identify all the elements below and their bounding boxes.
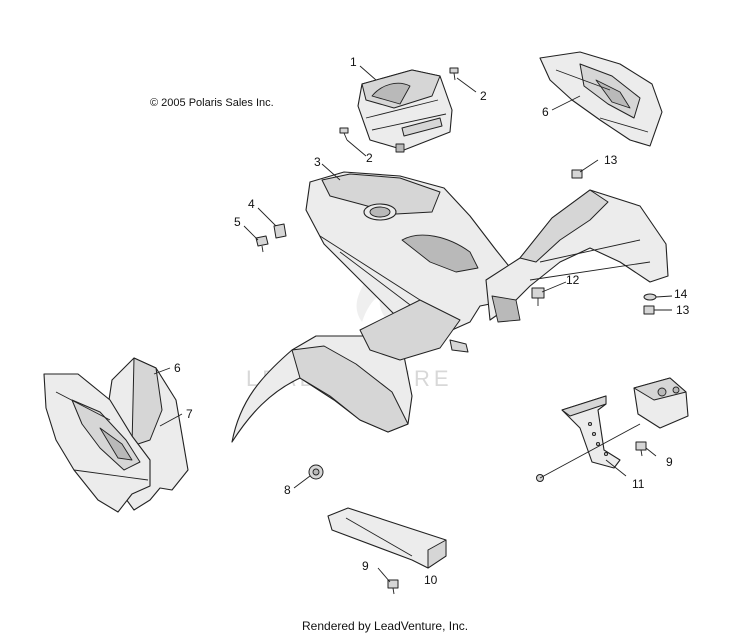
leader-lines — [153, 65, 673, 583]
part-9-screw-right[interactable] — [635, 441, 647, 457]
part-11-mount-bracket[interactable] — [561, 395, 621, 469]
callout-14: 14 — [674, 287, 688, 301]
part-13-cap-upper[interactable] — [571, 169, 583, 179]
callout-9-lower: 9 — [362, 559, 369, 573]
callout-10: 10 — [424, 573, 438, 587]
callout-3: 3 — [314, 155, 321, 169]
part-12-fastener[interactable] — [531, 287, 545, 306]
part-2-screw-lower[interactable] — [339, 127, 349, 141]
part-10-bracket[interactable] — [327, 507, 447, 569]
callout-9-right: 9 — [666, 455, 673, 469]
part-6-side-panel-upper[interactable] — [539, 51, 663, 147]
callout-1: 1 — [350, 55, 357, 69]
callout-2-lower: 2 — [366, 151, 373, 165]
part-4-clip[interactable] — [273, 223, 287, 239]
part-5-bolt[interactable] — [255, 235, 269, 253]
callout-11: 11 — [632, 477, 645, 491]
part-6-side-panel-lower[interactable] — [43, 373, 151, 513]
callout-5: 5 — [234, 215, 241, 229]
callout-6-upper: 6 — [542, 105, 549, 119]
callout-6-lower: 6 — [174, 361, 181, 375]
part-13-screw-lower[interactable] — [643, 305, 655, 315]
footer-text: Rendered by LeadVenture, Inc. — [302, 619, 468, 633]
callout-13-upper: 13 — [604, 153, 618, 167]
callout-2-upper: 2 — [480, 89, 487, 103]
part-14-washer[interactable] — [643, 293, 657, 301]
callout-8: 8 — [284, 483, 291, 497]
part-8-clip[interactable] — [308, 464, 324, 480]
part-3-front-fender[interactable] — [231, 171, 669, 443]
part-11-switch-housing[interactable] — [633, 377, 689, 429]
callout-4: 4 — [248, 197, 255, 211]
part-1-instrument-pod[interactable] — [357, 69, 453, 153]
callout-13-lower: 13 — [676, 303, 690, 317]
copyright-text: © 2005 Polaris Sales Inc. — [150, 97, 274, 109]
callout-7: 7 — [186, 407, 193, 421]
callout-12: 12 — [566, 273, 580, 287]
part-2-screw-upper[interactable] — [449, 67, 459, 81]
part-9-screw-lower[interactable] — [387, 579, 399, 595]
